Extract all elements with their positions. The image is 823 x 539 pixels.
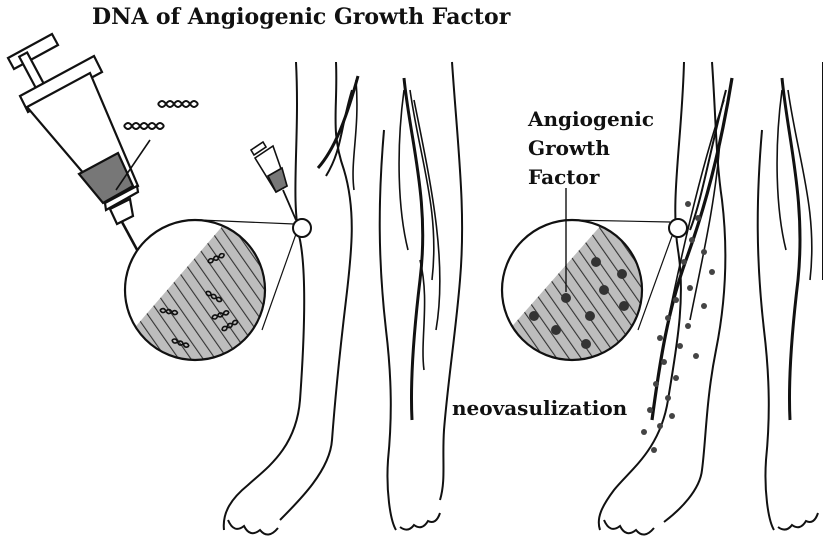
- magnified-tissue-right: [497, 215, 657, 375]
- agf-label-line2: Growth: [528, 134, 654, 163]
- agf-label: Angiogenic Growth Factor: [528, 105, 654, 192]
- small-syringe-icon: [251, 142, 296, 220]
- dna-strand-icon: [124, 101, 198, 129]
- neovasulization-label: neovasulization: [452, 396, 627, 420]
- magnified-tissue-left: [120, 215, 280, 375]
- agf-label-line1: Angiogenic: [528, 105, 654, 134]
- agf-label-line3: Factor: [528, 163, 654, 192]
- diagram-title: DNA of Angiogenic Growth Factor: [92, 4, 510, 30]
